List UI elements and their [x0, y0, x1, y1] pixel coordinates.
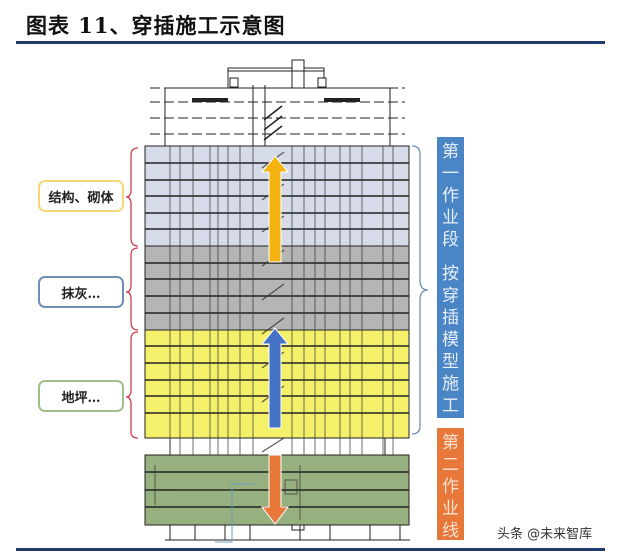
bar-char: 插 — [442, 308, 459, 328]
first-work-section-bar: 第 一 作 业 段 按 穿 插 模 型 施 工 — [437, 137, 464, 418]
bar-char: 工 — [442, 396, 459, 416]
label-floor-leveling: 地坪… — [38, 380, 124, 412]
bar-char: 二 — [442, 455, 459, 475]
arrow-up-yellow-icon — [260, 155, 290, 263]
bar-gap — [437, 251, 464, 263]
bar-char: 施 — [442, 374, 459, 394]
bar-char: 业 — [442, 499, 459, 519]
bar-char: 段 — [442, 230, 459, 250]
label-plastering: 抹灰… — [38, 276, 124, 308]
bar-char: 作 — [442, 186, 459, 206]
bar-char: 作 — [442, 477, 459, 497]
bar-char: 第 — [442, 433, 459, 453]
arrow-down-orange-icon — [260, 454, 290, 525]
title-rule — [16, 41, 605, 44]
bar-char: 业 — [442, 208, 459, 228]
watermark: 头条 @未来智库 — [497, 527, 593, 542]
bar-char: 型 — [442, 352, 459, 372]
bar-char: 模 — [442, 330, 459, 350]
bottom-rule — [16, 548, 605, 551]
bar-char: 一 — [442, 164, 459, 184]
bar-char: 穿 — [442, 286, 459, 306]
bar-char: 按 — [442, 264, 459, 284]
figure-title: 图表 11、穿插施工示意图 — [26, 13, 286, 38]
bar-char: 第 — [442, 142, 459, 162]
second-work-line-bar: 第 二 作 业 线 — [437, 428, 464, 541]
bar-char: 线 — [442, 521, 459, 541]
arrow-up-blue-icon — [260, 327, 290, 429]
label-structure-masonry: 结构、砌体 — [38, 180, 124, 212]
